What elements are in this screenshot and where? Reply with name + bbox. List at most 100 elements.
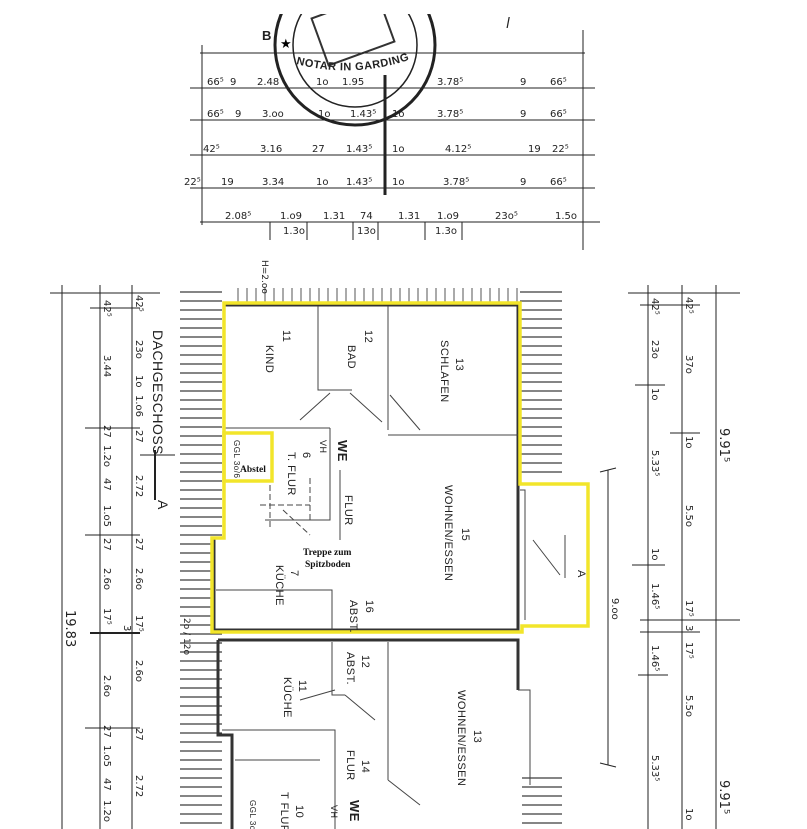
- total-length: 19.83: [62, 610, 77, 647]
- dimension-label: 1o: [318, 109, 330, 120]
- dimension-label: 5.33⁵: [649, 450, 660, 476]
- room-number-kind: 11: [280, 330, 292, 342]
- room-number-abst: 16: [363, 600, 375, 613]
- dimension-label: 13: [471, 730, 483, 743]
- dimension-label: 27: [133, 538, 144, 551]
- room-bad: BAD: [345, 345, 357, 369]
- dimension-label: 1.o9: [437, 211, 459, 222]
- dimension-label: 2.6o: [133, 660, 144, 682]
- dimension-label: 1.2o: [101, 800, 112, 822]
- dimension-label: 47: [101, 478, 112, 491]
- dimension-label: 19: [528, 144, 541, 155]
- dimension-label: 66⁵: [550, 77, 567, 88]
- room-lower-kueche: KÜCHE: [281, 677, 293, 718]
- dimension-label: 3: [683, 625, 694, 631]
- dimension-label: 12: [359, 655, 371, 668]
- dimension-label: 3.78⁵: [437, 109, 463, 120]
- room-number-kueche: 7: [288, 570, 300, 577]
- section-mark: A: [575, 570, 587, 578]
- room-lower-tflur: T FLUR: [278, 792, 290, 829]
- dimension-label: 47: [101, 778, 112, 791]
- dimension-label: 1o: [316, 77, 328, 88]
- dimension-label: 27: [101, 425, 112, 438]
- stair-label: 2o / 12o: [181, 618, 191, 655]
- dimension-label: 42⁵: [649, 298, 660, 315]
- dimension-label: VH: [329, 805, 339, 819]
- dimension-label: 1.3o: [283, 226, 305, 237]
- dimension-label: 3.78⁵: [443, 177, 469, 188]
- dimension-label: 10: [293, 805, 305, 818]
- dimension-label: 23o⁵: [495, 211, 518, 222]
- dimension-label: 1.3o: [435, 226, 457, 237]
- stamp-text: NOTAR IN GARDING: [295, 51, 410, 73]
- dimension-label: 2.08⁵: [225, 211, 251, 222]
- dimension-label: 27: [133, 430, 144, 443]
- dimension-label: 3.oo: [262, 109, 284, 120]
- dimension-label: 2.72: [133, 775, 144, 797]
- dimension-label: 19: [221, 177, 234, 188]
- unit-highlight: [210, 301, 590, 634]
- dimension-label: 2.6o: [133, 568, 144, 590]
- dimension-label: 5.5o: [683, 505, 694, 527]
- room-lower-wohnen: WOHNEN/ESSEN: [455, 690, 467, 786]
- dimension-label: 3.44: [101, 355, 112, 377]
- lower-unit: 11 KÜCHE 12 ABST. 13 WOHNEN/ESSEN 14 FLU…: [216, 638, 531, 829]
- room-kueche: KÜCHE: [273, 565, 285, 606]
- dimension-label: 9.oo: [609, 598, 620, 620]
- we-label: WE: [335, 440, 350, 462]
- dimension-label: 42⁵: [683, 297, 694, 314]
- dimension-label: 22⁵: [184, 177, 201, 188]
- dimension-label: 3.34: [262, 177, 284, 188]
- room-number-bad: 12: [362, 330, 374, 343]
- dimension-label: 5.33⁵: [649, 755, 660, 781]
- dimension-label: WE: [347, 800, 362, 822]
- left-dimensions: 42⁵ 3.44 27 1.2o 47 1.o5 27 2.6o 17⁵ 3 2…: [50, 260, 269, 829]
- section-label: A: [155, 500, 171, 510]
- ggl-label: GGL 3o/6: [232, 440, 241, 478]
- dimension-label: 42⁵: [133, 295, 144, 312]
- dimension-label: 1.2o: [101, 445, 112, 467]
- dimension-label: 66⁵: [550, 109, 567, 120]
- room-tflur: T. FLUR: [285, 452, 297, 496]
- room-lower-abst: ABST.: [344, 652, 356, 685]
- room-number-wohnen: 15: [459, 528, 471, 541]
- dimension-label: 66⁵: [550, 177, 567, 188]
- room-schlafen: SCHLAFEN: [438, 340, 450, 403]
- room-number-tflur: 6: [300, 452, 312, 459]
- roof-hatch-top: [230, 288, 520, 302]
- dimension-label: 66⁵: [207, 109, 224, 120]
- dimension-label: 37o: [683, 355, 694, 374]
- dimension-label: 66⁵: [207, 77, 224, 88]
- dimension-label: 23o: [649, 340, 660, 359]
- dimension-label: 9: [520, 177, 526, 188]
- dimension-label: 17⁵: [683, 600, 694, 617]
- dimension-label: 22⁵: [552, 144, 569, 155]
- dimension-label: 1o: [392, 109, 404, 120]
- dimension-label: 9: [235, 109, 241, 120]
- dimension-label: 3.78⁵: [437, 77, 463, 88]
- dimension-label: 1o: [649, 388, 660, 400]
- dimension-label: 3: [121, 625, 132, 631]
- dimension-label: 1.31: [323, 211, 345, 222]
- dimension-label: 1.43⁵: [346, 177, 372, 188]
- dimension-label: 1o: [683, 808, 694, 820]
- dimension-label: 1.o5: [101, 505, 112, 527]
- dimension-label: 1o: [316, 177, 328, 188]
- dimension-label: 9: [520, 109, 526, 120]
- dimension-label: 1.5o: [555, 211, 577, 222]
- corner-mark: l: [506, 16, 510, 32]
- dimension-label: 17⁵: [133, 615, 144, 632]
- vh-label: VH: [318, 440, 328, 454]
- right-dimensions: 42⁵ 23o 1o 5.33⁵ 1o 1.46⁵ 17⁵ 1.46⁵ 5.33…: [599, 285, 740, 829]
- dimension-label: 2.6o: [101, 675, 112, 697]
- dimension-label: GGL 3o/6: [248, 800, 257, 829]
- dimension-label: 1.o6: [133, 395, 144, 417]
- roof-hatch-lower-right: [522, 770, 562, 829]
- upper-unit: 11 KIND 12 BAD 13 SCHLAFEN 6 T. FLUR 15 …: [210, 301, 590, 634]
- dimension-label: 4.12⁵: [445, 144, 471, 155]
- stamp-top-text: B: [262, 28, 272, 43]
- dimension-label: 1o: [133, 375, 144, 387]
- dimension-label: 9.91⁵: [716, 780, 731, 814]
- dimension-label: 13o: [357, 226, 376, 237]
